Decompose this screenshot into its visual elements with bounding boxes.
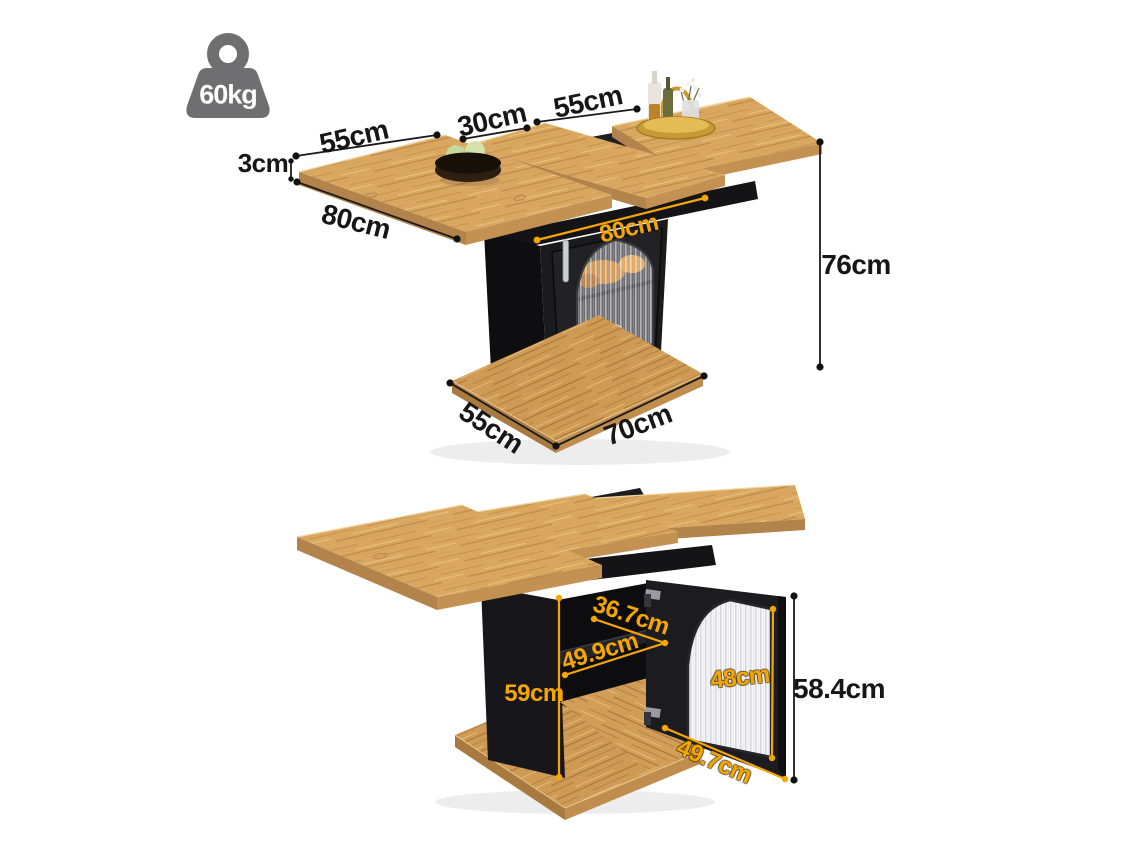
open-door	[646, 580, 786, 779]
weight-capacity-icon	[186, 33, 270, 118]
open-view-illustration	[296, 484, 805, 820]
door-hinges	[644, 589, 661, 725]
interior-shelf	[560, 630, 648, 665]
dim-label-top-thickness: 3cm	[237, 148, 289, 178]
dim-label-inner-height: 59cm	[504, 680, 564, 707]
door-height-dimension	[790, 592, 798, 784]
dimension-lines-open-view	[557, 598, 786, 781]
door-handle	[562, 239, 569, 283]
door-glass-open	[686, 598, 773, 759]
dim-label-glass-height: 48cm	[709, 660, 771, 695]
dimension-lines-closed-view	[290, 108, 821, 447]
dimension-dots-yellow	[555, 594, 789, 783]
base-plinth	[430, 315, 730, 465]
fruit-bowl	[435, 141, 501, 186]
tabletop-left-leaf-open	[296, 504, 602, 610]
dimension-dots	[288, 105, 824, 450]
closed-view-illustration	[288, 71, 824, 465]
frame-length-dimension	[533, 194, 709, 244]
dim-label-door-height: 58.4cm	[793, 673, 885, 704]
dim-label-overall-height: 76cm	[821, 249, 891, 280]
gold-tray-with-bottles	[636, 71, 716, 140]
cabinet-side-panel	[481, 586, 565, 778]
weight-capacity-label: 60kg	[199, 79, 258, 110]
